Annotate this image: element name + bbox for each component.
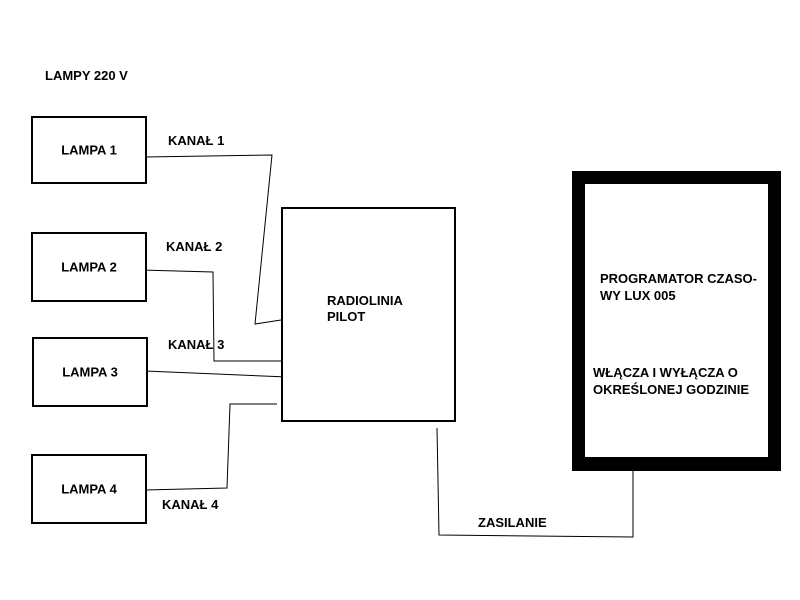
- page-title: LAMPY 220 V: [45, 68, 128, 83]
- lamp-3-box: LAMPA 3: [32, 337, 148, 407]
- programmer-title-line-1: PROGRAMATOR CZASO-: [600, 271, 757, 286]
- programmer-desc-line-2: OKREŚLONEJ GODZINIE: [593, 382, 750, 397]
- programmer-description: WŁĄCZA I WYŁĄCZA O OKREŚLONEJ GODZINIE: [593, 364, 749, 398]
- wire-channel-3: [144, 370, 288, 378]
- programmer-box: [585, 184, 768, 457]
- radio-line-2: PILOT: [327, 309, 366, 324]
- channel-2-label: KANAŁ 2: [166, 239, 223, 254]
- programmer-title-line-2: WY LUX 005: [600, 288, 676, 303]
- programmer-title: PROGRAMATOR CZASO- WY LUX 005: [600, 270, 757, 304]
- wire-power: [436, 427, 634, 538]
- lamp-1-box: LAMPA 1: [31, 116, 147, 184]
- channel-4-label: KANAŁ 4: [162, 497, 219, 512]
- wire-channel-1: [144, 154, 282, 325]
- power-label: ZASILANIE: [478, 515, 547, 530]
- programmer-desc-line-1: WŁĄCZA I WYŁĄCZA O: [593, 365, 738, 380]
- wire-channel-4: [144, 403, 277, 491]
- lamp-3-label: LAMPA 3: [62, 364, 118, 380]
- channel-1-label: KANAŁ 1: [168, 133, 225, 148]
- lamp-4-label: LAMPA 4: [61, 481, 117, 497]
- lamp-2-box: LAMPA 2: [31, 232, 147, 302]
- lamp-1-label: LAMPA 1: [61, 142, 117, 158]
- lamp-4-box: LAMPA 4: [31, 454, 147, 524]
- channel-3-label: KANAŁ 3: [168, 337, 225, 352]
- radio-line-1: RADIOLINIA: [327, 293, 403, 308]
- radio-pilot-box: RADIOLINIA PILOT: [281, 207, 456, 422]
- radio-pilot-label: RADIOLINIA PILOT: [327, 293, 403, 325]
- lamp-2-label: LAMPA 2: [61, 259, 117, 275]
- wire-channel-2: [139, 269, 281, 362]
